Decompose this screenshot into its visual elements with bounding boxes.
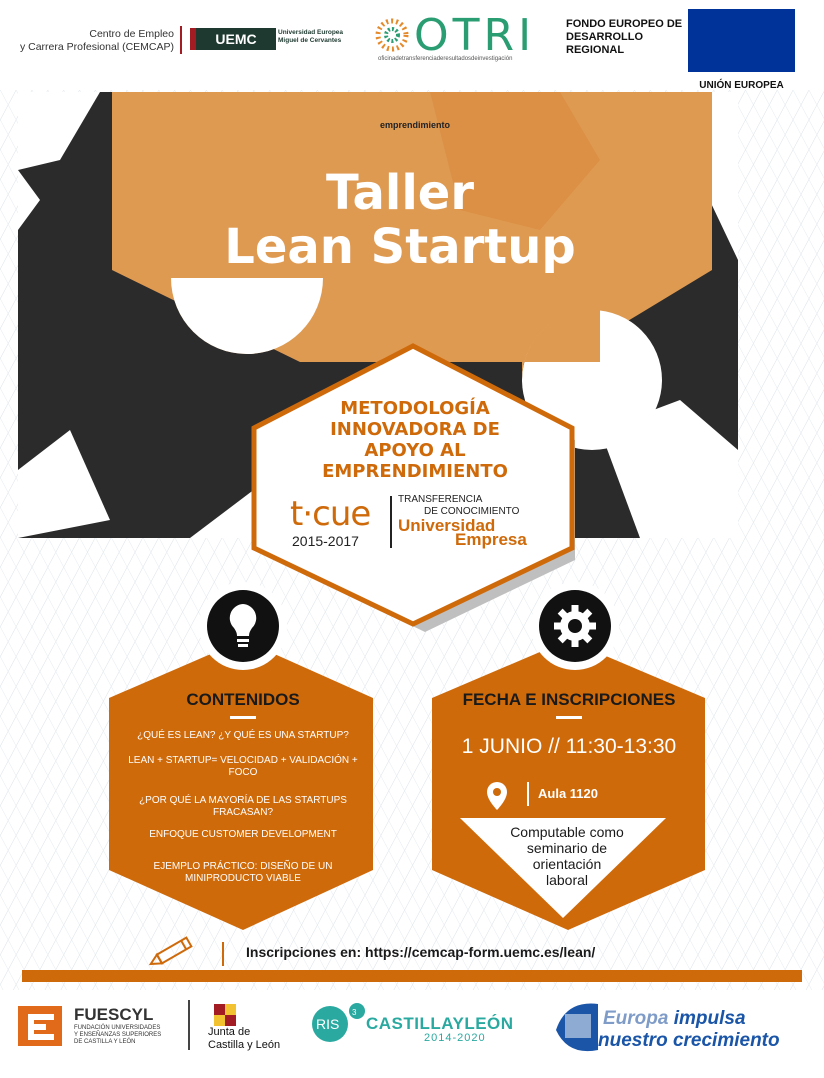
contenidos-title: CONTENIDOS: [186, 690, 300, 709]
eu-flag: [688, 9, 795, 72]
ris-superscript: 3: [352, 1008, 357, 1017]
europa-impulsa-flag: [556, 1003, 598, 1052]
metod-line3: APOYO AL: [364, 440, 466, 461]
metod-line1: METODOLOGÍA: [340, 398, 490, 419]
title-line2: Lean Startup: [224, 219, 576, 275]
feder-label: FONDO EUROPEO DE DESARROLLO REGIONAL: [566, 18, 696, 57]
fuescyl-subtitle: FUNDACIÓN UNIVERSIDADES Y ENSEÑANZAS SUP…: [74, 1025, 184, 1046]
fuescyl-sub-line2: Y ENSEÑANZAS SUPERIORES: [74, 1032, 162, 1038]
otri-dots-logo: [375, 18, 409, 52]
pencil-icon: [148, 936, 193, 966]
cemcap-line1: Centro de Empleo: [89, 28, 174, 40]
comput-line1: Computable como: [510, 824, 624, 840]
fecha-hexagon: [432, 640, 705, 930]
tcue-logo: t·cue: [290, 494, 371, 534]
fecha-underline: [556, 716, 582, 719]
tcue-empresa: Empresa: [455, 530, 527, 549]
fuescyl-logo-mark: [18, 1006, 62, 1046]
tcue-text2: DE CONOCIMIENTO: [424, 506, 520, 517]
header-divider: [180, 26, 182, 54]
castilla-leon-years: 2014-2020: [424, 1032, 486, 1044]
contenidos-item: ¿QUÉ ES LEAN? ¿Y QUÉ ES UNA STARTUP?: [137, 730, 349, 741]
junta-line1: Junta de: [208, 1026, 251, 1038]
computable-note: Computable como seminario de orientación…: [472, 824, 662, 888]
ris-label: RIS: [316, 1016, 340, 1032]
contenidos-item: ENFOQUE CUSTOMER DEVELOPMENT: [149, 829, 337, 840]
uemc-logo: UEMC: [190, 28, 276, 50]
impulsa-word: impulsa: [673, 1008, 746, 1029]
comput-line3: orientación: [532, 856, 602, 872]
aula-divider: [527, 782, 529, 806]
tcue-years: 2015-2017: [292, 533, 359, 549]
europa-impulsa-line1: Europa impulsa: [603, 1008, 746, 1030]
event-date: 1 JUNIO // 11:30-13:30: [461, 735, 677, 758]
contenidos-item: ¿POR QUÉ LA MAYORÍA DE LAS STARTUPS FRAC…: [139, 795, 347, 818]
event-room: Aula 1120: [538, 786, 598, 801]
computable-triangle: [460, 818, 666, 918]
inscripciones-link[interactable]: Inscripciones en: https://cemcap-form.ue…: [246, 944, 596, 960]
gear-icon: [554, 605, 596, 647]
comput-line4: laboral: [545, 872, 589, 888]
tcue-divider: [390, 496, 392, 548]
lightbulb-icon: [229, 604, 257, 647]
contenidos-hexagon: [109, 640, 373, 930]
location-pin-icon: [487, 782, 507, 810]
contenidos-underline: [230, 716, 256, 719]
fecha-title: FECHA E INSCRIPCIONES: [462, 690, 676, 709]
metod-line4: EMPRENDIMIENTO: [322, 461, 508, 482]
fuescyl-name: FUESCYL: [74, 1005, 154, 1024]
category-tag: emprendimiento: [379, 120, 450, 130]
contenidos-item: EJEMPLO PRÁCTICO: DISEÑO DE UN MINIPRODU…: [153, 861, 333, 884]
page-title: Taller Lean Startup: [120, 166, 680, 274]
europa-word: Europa: [603, 1008, 669, 1029]
uemc-sub-line2: Miguel de Cervantes: [278, 37, 342, 44]
cemcap-name: Centro de Empleo y Carrera Profesional (…: [14, 28, 174, 54]
junta-name: Junta de Castilla y León: [208, 1026, 298, 1052]
otri-subtitle: oficinadetransferenciaderesultadosdeinve…: [378, 56, 513, 62]
junta-shield: [214, 1004, 236, 1026]
footer-divider: [188, 1000, 190, 1050]
ris3-logo-mark: [312, 1003, 365, 1042]
feder-line1: FONDO EUROPEO DE: [566, 18, 683, 30]
fuescyl-sub-line1: FUNDACIÓN UNIVERSIDADES: [74, 1025, 161, 1031]
cemcap-line2: y Carrera Profesional (CEMCAP): [19, 41, 174, 53]
fuescyl-sub-line3: DE CASTILLA Y LEÓN: [74, 1039, 136, 1045]
uemc-sub-line1: Universidad Europea: [278, 29, 344, 36]
tcue-text1: TRANSFERENCIA: [398, 494, 483, 505]
bottom-orange-bar: [22, 970, 802, 982]
feder-line2: DESARROLLO: [566, 31, 643, 43]
junta-line2: Castilla y León: [208, 1039, 281, 1051]
inscripciones-divider: [222, 942, 224, 966]
otri-logo: OTRI: [414, 10, 536, 61]
castilla-leon-label: CASTILLAYLEÓN: [366, 1014, 514, 1033]
uemc-subtitle: Universidad Europea Miguel de Cervantes: [278, 29, 358, 45]
europa-impulsa-line2: nuestro crecimiento: [598, 1030, 780, 1051]
metod-line2: INNOVADORA DE: [330, 419, 500, 440]
title-line1: Taller: [325, 165, 475, 221]
contenidos-item: LEAN + STARTUP= VELOCIDAD + VALIDACIÓN +…: [128, 755, 358, 778]
comput-line2: seminario de: [526, 840, 608, 856]
feder-line3: REGIONAL: [566, 44, 625, 56]
methodology-heading: METODOLOGÍA INNOVADORA DE APOYO AL EMPRE…: [295, 398, 535, 482]
central-hexagon: [251, 343, 575, 627]
tcue-univ: Universidad: [398, 516, 496, 535]
eu-label: UNIÓN EUROPEA: [699, 80, 784, 91]
